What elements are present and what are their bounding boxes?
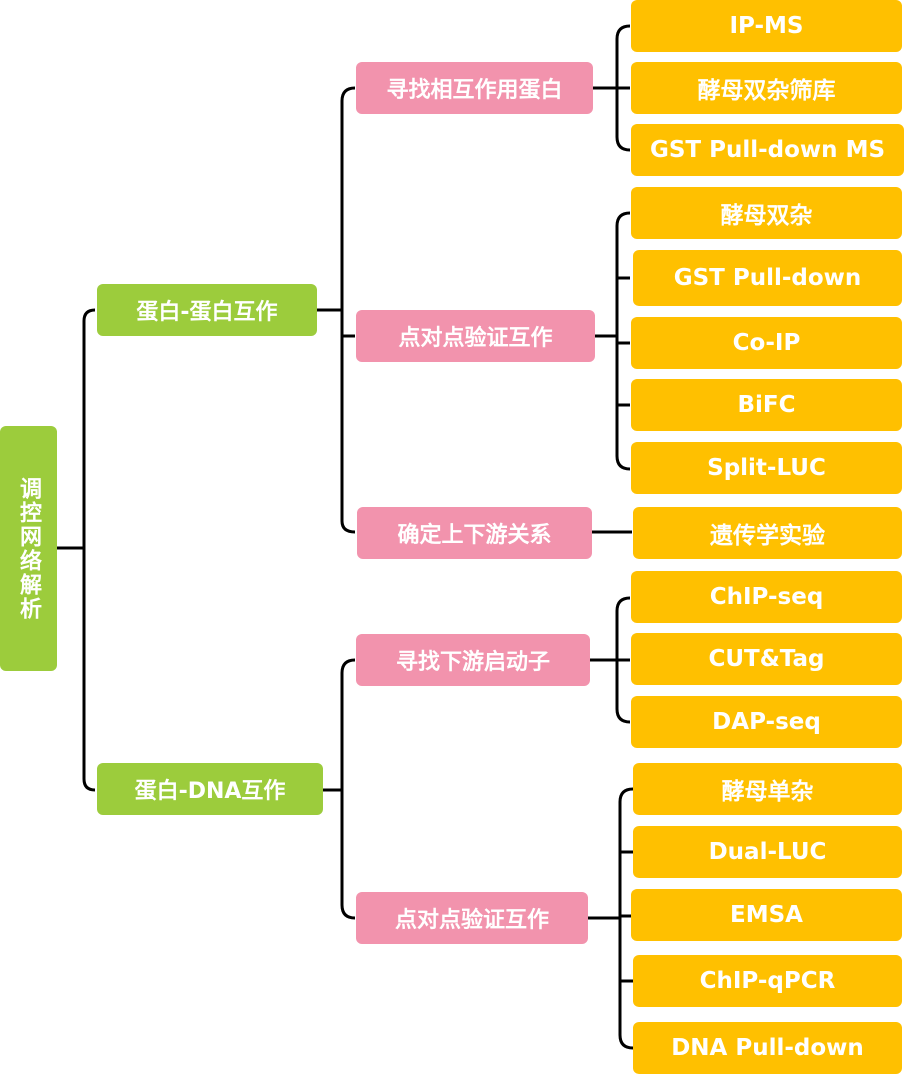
- branch-protein-dna: 蛋白-DNA互作: [97, 763, 323, 815]
- category-label: 寻找相互作用蛋白: [386, 78, 563, 103]
- category-label: 点对点验证互作: [394, 908, 549, 933]
- method-label: IP-MS: [729, 13, 804, 39]
- category-label: 点对点验证互作: [398, 326, 553, 351]
- method-label: Dual-LUC: [708, 839, 827, 865]
- method-y1h: 酵母单杂: [633, 763, 902, 815]
- category-upstream-downstream: 确定上下游关系: [357, 507, 592, 559]
- method-label: ChIP-qPCR: [699, 968, 836, 994]
- method-gst-pulldown-ms: GST Pull-down MS: [631, 124, 904, 176]
- method-label: GST Pull-down MS: [649, 137, 886, 163]
- method-dual-luc: Dual-LUC: [633, 826, 902, 878]
- method-dap-seq: DAP-seq: [631, 696, 902, 748]
- category-label: 寻找下游启动子: [395, 650, 550, 675]
- method-label: 遗传学实验: [710, 523, 825, 549]
- method-label: BiFC: [737, 392, 796, 418]
- branch-label: 蛋白-蛋白互作: [136, 300, 278, 325]
- connector-cat-2: [595, 211, 631, 471]
- method-label: DAP-seq: [712, 709, 821, 735]
- connector-cat-2-mid: [617, 276, 630, 407]
- category-label: 确定上下游关系: [397, 523, 552, 548]
- method-ip-ms: IP-MS: [631, 0, 902, 52]
- connector-root: [57, 308, 96, 792]
- method-label: 酵母单杂: [721, 779, 814, 805]
- method-gst-pulldown: GST Pull-down: [633, 250, 902, 306]
- method-co-ip: Co-IP: [631, 317, 902, 369]
- method-label: 酵母双杂筛库: [697, 78, 836, 104]
- method-genetics-experiment: 遗传学实验: [633, 507, 902, 559]
- method-dna-pulldown: DNA Pull-down: [633, 1022, 902, 1074]
- method-label: DNA Pull-down: [671, 1035, 864, 1061]
- branch-label: 蛋白-DNA互作: [134, 779, 286, 804]
- root-node: 调控网络解析: [0, 426, 57, 671]
- method-label: ChIP-seq: [709, 584, 824, 610]
- method-label: CUT&Tag: [708, 646, 825, 672]
- category-validate-pdi: 点对点验证互作: [356, 892, 588, 944]
- method-chip-seq: ChIP-seq: [631, 571, 902, 623]
- category-find-interacting-proteins: 寻找相互作用蛋白: [356, 62, 593, 114]
- connector-branch-1: [317, 86, 356, 534]
- connector-branch-2: [323, 658, 356, 920]
- method-label: EMSA: [730, 902, 803, 928]
- method-y2h-library-screen: 酵母双杂筛库: [631, 62, 902, 114]
- method-cut-tag: CUT&Tag: [631, 633, 902, 685]
- method-emsa: EMSA: [631, 889, 902, 941]
- category-find-downstream-promoters: 寻找下游启动子: [356, 634, 590, 686]
- branch-protein-protein: 蛋白-蛋白互作: [97, 284, 317, 336]
- method-label: GST Pull-down: [673, 265, 862, 291]
- connector-cat-5-mid: [620, 850, 633, 983]
- method-label: 酵母双杂: [720, 203, 813, 229]
- method-split-luc: Split-LUC: [631, 442, 902, 494]
- method-y2h: 酵母双杂: [631, 187, 902, 239]
- method-label: Split-LUC: [707, 455, 826, 481]
- connector-cat-5: [588, 787, 634, 1050]
- root-label: 调控网络解析: [16, 476, 41, 621]
- category-validate-ppi: 点对点验证互作: [356, 310, 595, 362]
- method-label: Co-IP: [732, 330, 801, 356]
- method-chip-qpcr: ChIP-qPCR: [633, 955, 902, 1007]
- method-bifc: BiFC: [631, 379, 902, 431]
